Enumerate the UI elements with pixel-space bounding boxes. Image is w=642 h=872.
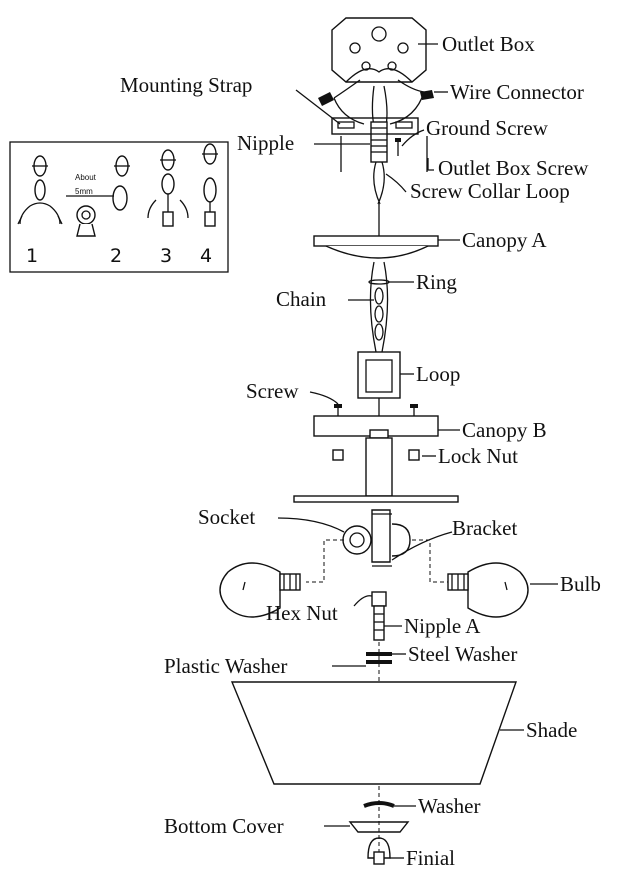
label-shade: Shade: [526, 718, 577, 742]
canopy-b-illustration: [313, 415, 439, 439]
dashed-guides: [306, 539, 450, 583]
leader-lines: [277, 43, 558, 859]
label-washer: Washer: [418, 794, 480, 818]
finial-illustration: [367, 837, 391, 865]
label-hex-nut: Hex Nut: [266, 601, 338, 625]
hex-nut-illustration: [371, 591, 387, 607]
step-number-4: 4: [200, 245, 212, 267]
bulb-left-illustration: [219, 562, 301, 618]
step-number-1: 1: [26, 245, 38, 267]
label-ground-screw: Ground Screw: [426, 116, 549, 140]
plastic-washer-illustration: [366, 660, 392, 664]
step-3-illustration: [147, 149, 189, 227]
label-finial: Finial: [406, 846, 455, 870]
step-number-3: 3: [160, 245, 172, 267]
steel-washer-illustration: [366, 652, 392, 656]
step-number-2: 2: [110, 245, 122, 267]
ground-screw-illustration: [395, 138, 401, 156]
outlet-box-screw-illustration: [340, 136, 428, 172]
bracket-illustration: [372, 513, 392, 567]
screw-collar-loop-illustration: [373, 161, 385, 205]
label-bottom-cover: Bottom Cover: [164, 814, 284, 838]
chain-link-inset: About 5mm 1 2 3 4: [9, 141, 229, 273]
label-loop: Loop: [416, 362, 460, 386]
lock-nut-illustration: [332, 449, 420, 461]
label-outlet-box: Outlet Box: [442, 32, 535, 56]
label-chain: Chain: [276, 287, 327, 311]
label-bulb: Bulb: [560, 572, 601, 596]
label-wire-connector: Wire Connector: [450, 80, 584, 104]
bulb-right-illustration: [447, 562, 529, 618]
screw-illustration: [334, 404, 418, 416]
wire-connector-illustration: [318, 90, 434, 106]
label-screw-collar-loop: Screw Collar Loop: [410, 179, 570, 203]
socket-illustration: [342, 509, 411, 563]
stem-illustration: [293, 437, 459, 503]
measure-text: 5mm: [75, 187, 93, 196]
label-bracket: Bracket: [452, 516, 517, 540]
label-nipple: Nipple: [237, 131, 294, 155]
loop-illustration: [357, 351, 401, 426]
bottom-cover-illustration: [348, 821, 410, 833]
label-canopy-a: Canopy A: [462, 228, 547, 252]
label-steel-washer: Steel Washer: [408, 642, 517, 666]
step-1-illustration: [17, 155, 63, 225]
label-plastic-washer: Plastic Washer: [164, 654, 287, 678]
nipple-a-illustration: [373, 605, 385, 641]
label-lock-nut: Lock Nut: [438, 444, 518, 468]
label-ring: Ring: [416, 270, 457, 294]
outlet-box-illustration: [331, 17, 427, 83]
step-4-illustration: [202, 143, 218, 227]
label-mounting-strap: Mounting Strap: [120, 73, 252, 97]
chain-illustration: [369, 261, 389, 353]
label-socket: Socket: [198, 505, 255, 529]
shade-illustration: [230, 642, 517, 785]
step-2-illustration: [66, 155, 130, 237]
label-nipple-a: Nipple A: [404, 614, 481, 638]
nipple-illustration: [370, 121, 388, 163]
canopy-a-illustration: [313, 204, 439, 259]
ring-illustration: [368, 279, 390, 285]
about-text: About: [75, 173, 97, 182]
label-screw: Screw: [246, 379, 299, 403]
label-outlet-box-screw: Outlet Box Screw: [438, 156, 589, 180]
label-canopy-b: Canopy B: [462, 418, 547, 442]
